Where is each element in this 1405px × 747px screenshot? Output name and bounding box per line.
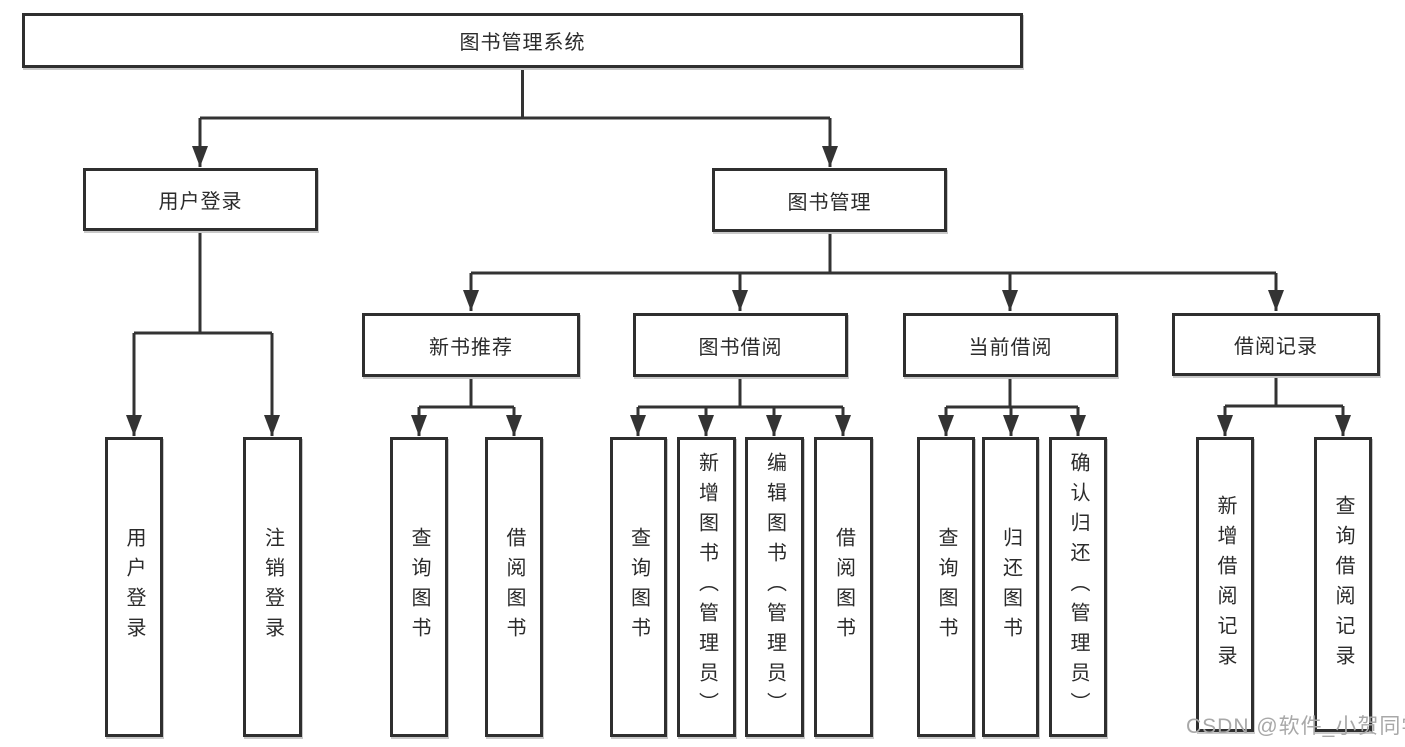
leaf-current-query-books: 查询图书	[917, 437, 975, 737]
leaf-borrowing-edit-books-admin: 编辑图书（管理员）	[745, 437, 804, 737]
leaf-current-return-books-label: 归还图书	[999, 527, 1022, 647]
leaf-borrowing-add-books-admin-label: 新增图书（管理员）	[695, 452, 718, 722]
leaf-borrowing-borrow-books-label: 借阅图书	[832, 527, 855, 647]
leaf-newbook-query-books-label: 查询图书	[408, 527, 430, 647]
node-book-borrowing-label: 图书借阅	[698, 336, 783, 359]
node-borrow-records: 借阅记录	[1172, 313, 1380, 376]
leaf-logout-label: 注销登录	[261, 527, 284, 647]
node-current-borrowing-label: 当前借阅	[968, 336, 1053, 359]
leaf-borrowing-query-books: 查询图书	[610, 437, 667, 737]
leaf-current-confirm-return-admin-label: 确认归还（管理员）	[1067, 452, 1089, 722]
leaf-records-query-record: 查询借阅记录	[1314, 437, 1372, 732]
leaf-borrowing-borrow-books: 借阅图书	[814, 437, 873, 737]
leaf-borrowing-add-books-admin: 新增图书（管理员）	[677, 437, 736, 737]
node-book-management: 图书管理	[712, 168, 947, 232]
leaf-newbook-query-books: 查询图书	[390, 437, 448, 737]
node-new-book-recommend: 新书推荐	[362, 313, 580, 377]
leaf-records-add-record-label: 新增借阅记录	[1214, 494, 1236, 675]
node-book-management-label: 图书管理	[787, 191, 872, 214]
leaf-records-query-record-label: 查询借阅记录	[1332, 494, 1354, 675]
node-user-login: 用户登录	[83, 168, 318, 231]
leaf-borrowing-edit-books-admin-label: 编辑图书（管理员）	[763, 452, 786, 722]
node-book-borrowing: 图书借阅	[633, 313, 848, 377]
leaf-user-login-label: 用户登录	[123, 527, 145, 647]
node-library-system-label: 图书管理系统	[459, 32, 586, 54]
leaf-records-add-record: 新增借阅记录	[1196, 437, 1254, 732]
leaf-user-login: 用户登录	[105, 437, 163, 737]
node-new-book-recommend-label: 新书推荐	[429, 336, 513, 359]
leaf-current-return-books: 归还图书	[982, 437, 1039, 737]
leaf-newbook-borrow-books: 借阅图书	[485, 437, 543, 737]
node-current-borrowing: 当前借阅	[903, 313, 1118, 377]
leaf-current-query-books-label: 查询图书	[935, 527, 957, 647]
leaf-logout: 注销登录	[243, 437, 302, 737]
leaf-borrowing-query-books-label: 查询图书	[627, 527, 650, 647]
node-library-system: 图书管理系统	[22, 13, 1023, 68]
csdn-watermark: CSDN @软件_小贺同学	[1186, 715, 1405, 738]
leaf-current-confirm-return-admin: 确认归还（管理员）	[1049, 437, 1107, 737]
node-borrow-records-label: 借阅记录	[1234, 336, 1318, 358]
node-user-login-label: 用户登录	[158, 191, 243, 213]
leaf-newbook-borrow-books-label: 借阅图书	[503, 527, 525, 647]
